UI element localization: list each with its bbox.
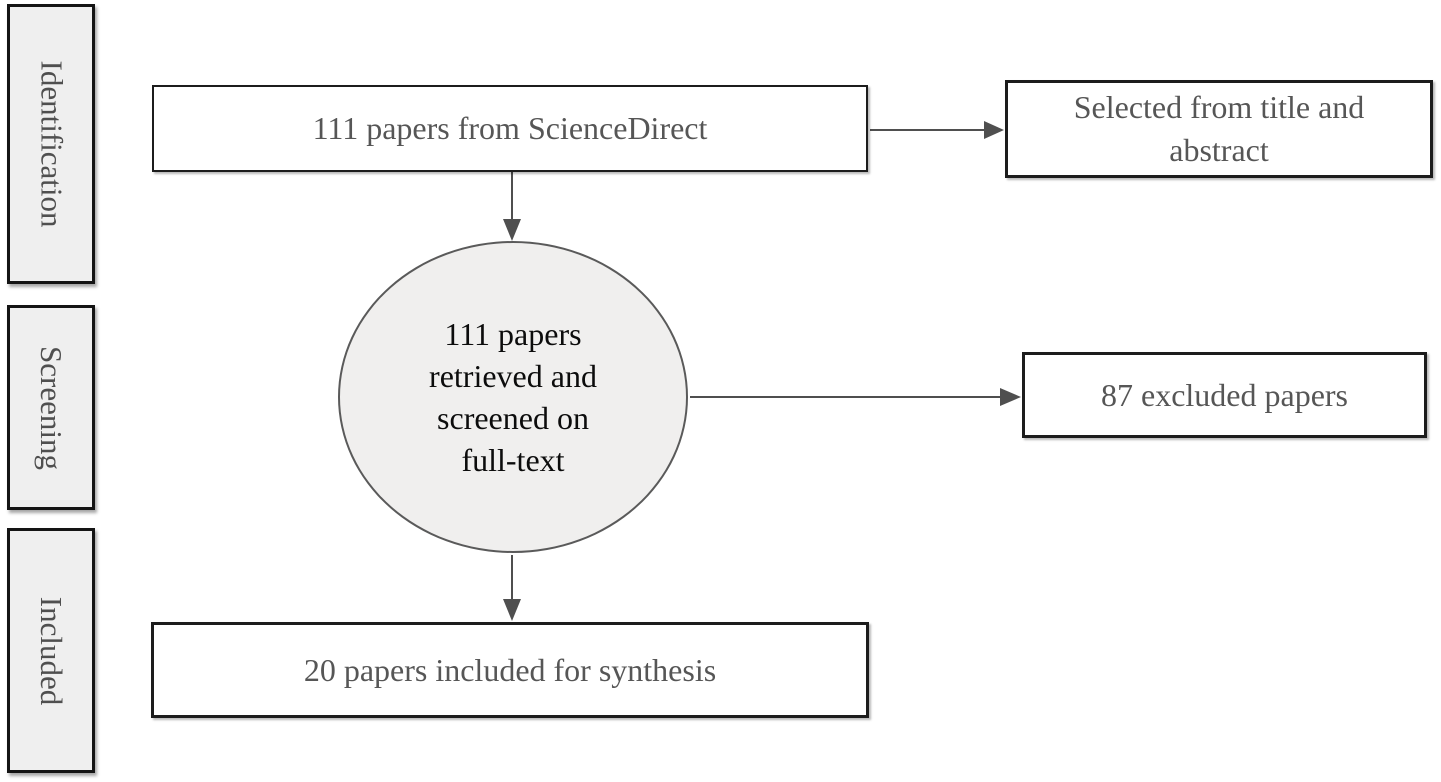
- node-included-text: 20 papers included for synthesis: [303, 651, 717, 688]
- node-selected-from-title-abstract: Selected from title and abstract: [1005, 80, 1433, 178]
- stage-screening-text: Screening: [34, 345, 69, 470]
- node-source-text: 111 papers from ScienceDirect: [312, 110, 708, 146]
- stage-label-identification: Identification: [7, 4, 95, 284]
- node-papers-from-sciencedirect: 111 papers from ScienceDirect: [152, 85, 868, 172]
- node-included-for-synthesis: 20 papers included for synthesis: [151, 622, 869, 718]
- arrowhead-down-icon: [503, 219, 521, 241]
- arrow-screening-circle-to-included: [503, 555, 521, 621]
- arrowhead-right-icon: [984, 121, 1004, 139]
- node-fulltext-screening-circle: 111 papers retrieved and screened on ful…: [338, 241, 688, 553]
- node-fulltext-screening-text: 111 papers retrieved and screened on ful…: [429, 315, 597, 479]
- arrow-source-to-screening-circle: [503, 172, 521, 241]
- node-excluded-papers: 87 excluded papers: [1022, 352, 1427, 438]
- stage-label-included: Included: [7, 528, 95, 773]
- node-excluded-text: 87 excluded papers: [1100, 376, 1348, 413]
- node-title-abstract-text: Selected from title and abstract: [1073, 88, 1365, 168]
- stage-label-screening: Screening: [7, 305, 95, 510]
- arrow-source-to-title-abstract: [870, 121, 1004, 139]
- stage-included-text: Included: [34, 596, 69, 705]
- arrowhead-down-icon: [503, 599, 521, 621]
- arrowhead-right-icon: [1000, 388, 1021, 406]
- stage-identification-text: Identification: [34, 60, 69, 228]
- arrow-screening-circle-to-excluded: [690, 388, 1021, 406]
